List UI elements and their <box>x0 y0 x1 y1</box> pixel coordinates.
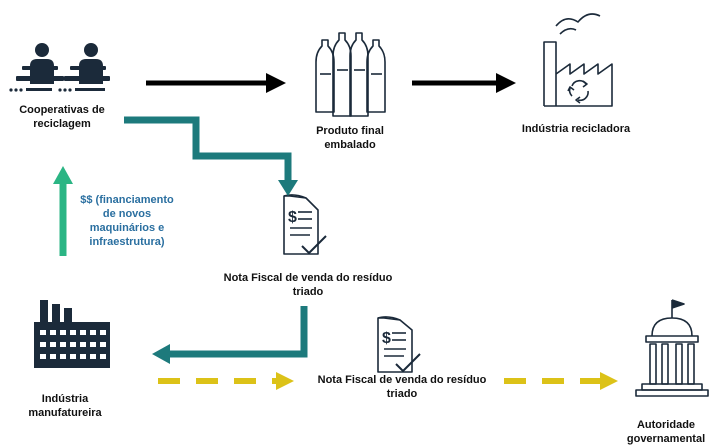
svg-text:$: $ <box>288 209 297 226</box>
bottles-icon <box>315 32 386 117</box>
autoridade-label: Autoridade governamental <box>620 418 712 446</box>
arrow-cooperativas-to-produto <box>146 73 286 93</box>
cooperativas-label-line1: Cooperativas de <box>19 104 105 116</box>
recycling-factory-icon <box>543 13 613 107</box>
industria-recicladora-label-text: Indústria recicladora <box>521 123 631 135</box>
nota-fiscal-1-label: Nota Fiscal de venda do resíduo triado <box>210 271 406 299</box>
factory-building-icon <box>34 300 110 368</box>
cooperativas-label-line2: reciclagem <box>33 118 91 130</box>
invoice-receipt-icon: $ <box>283 194 327 255</box>
workers-at-desk-icon <box>9 43 110 92</box>
dashed-arrow-manufatureira-to-nota-fiscal <box>158 372 294 390</box>
nota-fiscal-1-line2: triado <box>292 286 324 298</box>
financing-line3: maquinários e <box>89 222 165 234</box>
nota-fiscal-2-label: Nota Fiscal de venda do resíduo triado <box>304 373 500 401</box>
autoridade-line1: Autoridade <box>636 419 696 431</box>
dashed-arrow-nota-fiscal-to-autoridade <box>504 372 618 390</box>
produto-label: Produto final embalado <box>300 124 400 152</box>
government-building-icon <box>635 299 709 397</box>
nota-fiscal-2-line1: Nota Fiscal de venda do resíduo <box>317 374 487 386</box>
svg-text:$: $ <box>382 330 391 347</box>
arrow-nota-fiscal-to-manufatureira <box>152 306 308 364</box>
financing-line4: infraestrutura) <box>89 236 165 248</box>
nota-fiscal-1-line1: Nota Fiscal de venda do resíduo <box>223 272 393 284</box>
arrow-cooperativas-to-nota-fiscal <box>124 116 298 196</box>
financing-line1: $$ (financiamento <box>80 194 174 206</box>
produto-label-line1: Produto final <box>316 125 384 137</box>
arrow-financing <box>53 166 73 256</box>
industria-recicladora-label: Indústria recicladora <box>510 122 642 136</box>
nota-fiscal-2-line2: triado <box>386 388 418 400</box>
autoridade-line2: governamental <box>626 433 706 445</box>
industria-manufatureira-line2: manufatureira <box>28 407 102 419</box>
industria-manufatureira-line1: Indústria <box>41 393 89 405</box>
cooperativas-label: Cooperativas de reciclagem <box>0 103 124 131</box>
invoice-receipt-icon: $ <box>377 316 421 373</box>
industria-manufatureira-label: Indústria manufatureira <box>0 392 130 420</box>
produto-label-line2: embalado <box>324 139 376 151</box>
financing-line2: de novos <box>102 208 152 220</box>
arrow-produto-to-recicladora <box>412 73 516 93</box>
financing-label: $$ (financiamento de novos maquinários e… <box>72 193 182 249</box>
